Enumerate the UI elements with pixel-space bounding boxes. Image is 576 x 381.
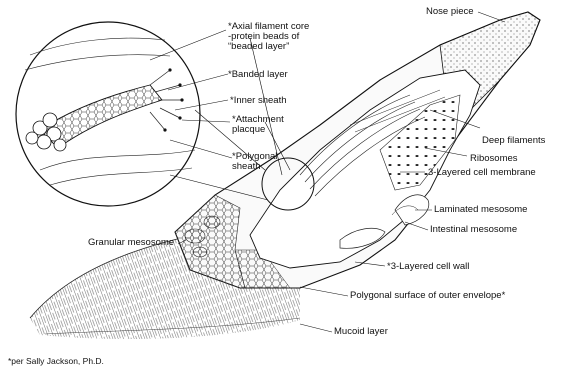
label-laminated-mesosome: Laminated mesosome (434, 205, 527, 215)
label-axial-filament-core: *Axial filament core -protein beads of “… (228, 22, 309, 52)
footnote: *per Sally Jackson, Ph.D. (8, 356, 104, 366)
label-attachment-plaque: *Attachment placque (232, 115, 284, 135)
label-attachment-plaque-line-2: placque (232, 125, 284, 135)
magnified-inset (16, 22, 200, 206)
label-cell-wall: *3-Layered cell wall (387, 262, 469, 272)
label-ribosomes: Ribosomes (470, 154, 518, 164)
label-mucoid-layer: Mucoid layer (334, 327, 388, 337)
label-deep-filaments: Deep filaments (482, 136, 545, 146)
label-polygonal-surface: Polygonal surface of outer envelope* (350, 291, 505, 301)
label-intestinal-mesosome: Intestinal mesosome (430, 225, 517, 235)
label-nose-piece: Nose piece (426, 7, 474, 17)
label-cell-membrane: 3-Layered cell membrane (428, 168, 536, 178)
cell-body (175, 12, 540, 288)
label-inner-sheath: *Inner sheath (230, 96, 287, 106)
label-polygonal-sheath: *Polygonal sheath (232, 152, 277, 172)
label-polygonal-sheath-line-2: sheath (232, 162, 277, 172)
label-axial-filament-line-3: “beaded layer” (228, 42, 309, 52)
label-granular-mesosome: Granular mesosome (88, 238, 174, 248)
label-banded-layer: *Banded layer (228, 70, 288, 80)
